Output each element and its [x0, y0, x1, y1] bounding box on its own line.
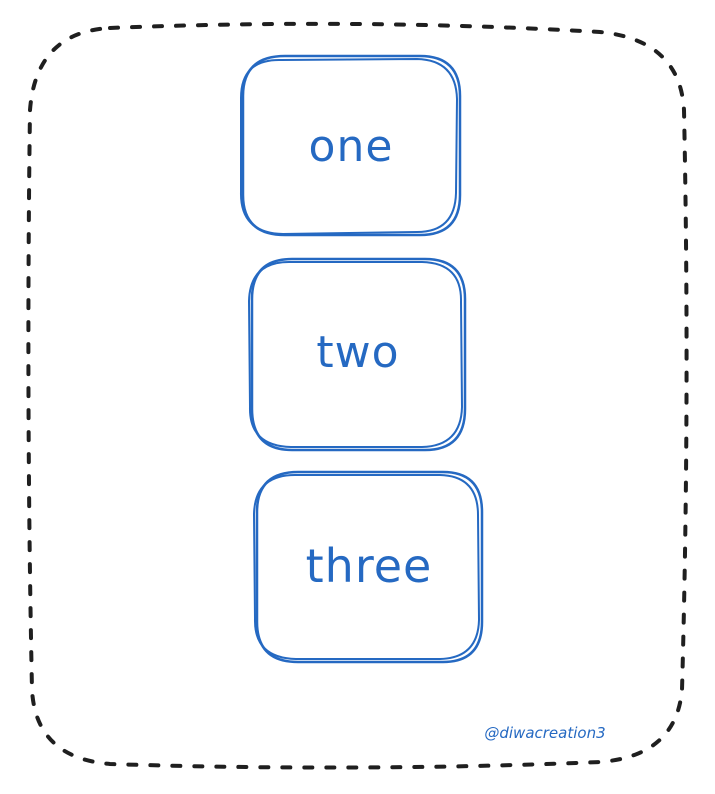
box-one-label: one [308, 121, 394, 172]
watermark-handle: @diwacreation3 [484, 724, 606, 742]
box-three [252, 470, 484, 664]
box-two-label: two [316, 327, 400, 378]
box-one [239, 54, 462, 237]
box-three-label: three [305, 539, 433, 593]
box-two [247, 257, 467, 452]
